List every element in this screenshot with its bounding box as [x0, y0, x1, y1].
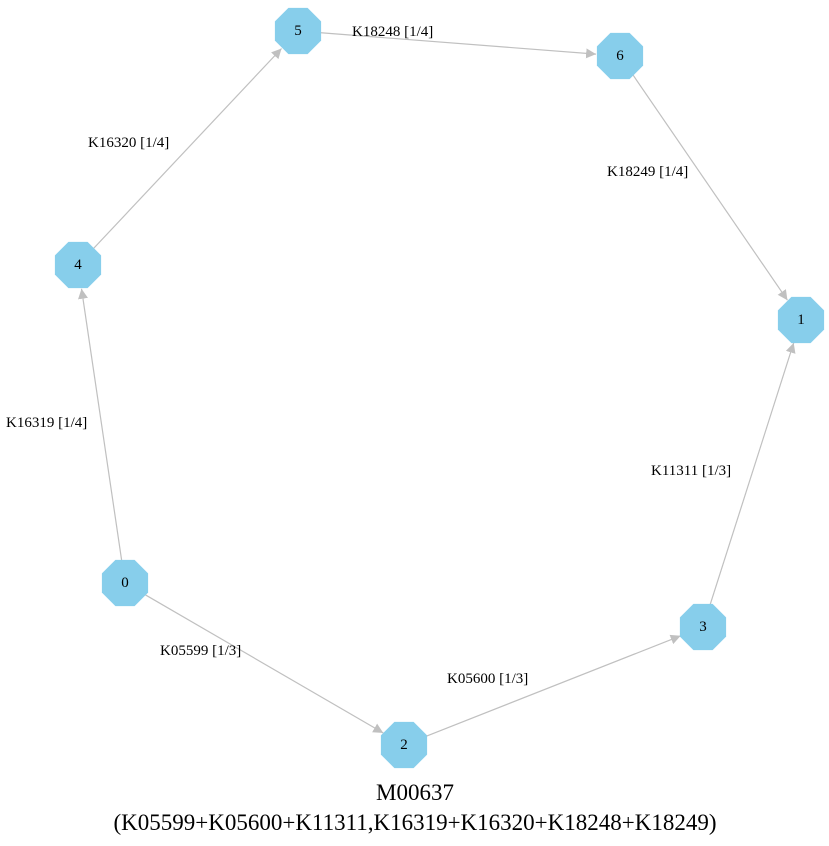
node-label-6: 6 — [616, 48, 624, 64]
node-octagon — [380, 721, 428, 769]
edge-5-6 — [320, 32, 597, 59]
node-label-3: 3 — [699, 619, 707, 635]
node-6: 6 — [596, 32, 644, 80]
nodes-layer: 0 1 2 3 4 5 6 — [54, 7, 825, 769]
edge-0-2 — [144, 594, 384, 734]
node-octagon — [101, 559, 149, 607]
node-octagon — [274, 7, 322, 55]
node-octagon — [54, 241, 102, 289]
edge-6-1 — [632, 74, 788, 301]
edge-0-4 — [78, 288, 123, 561]
node-0: 0 — [101, 559, 149, 607]
edge-4-5 — [93, 48, 282, 249]
edge-2-3 — [425, 634, 681, 738]
node-label-5: 5 — [294, 23, 302, 39]
node-octagon — [777, 296, 825, 344]
node-octagon — [679, 603, 727, 651]
edges-layer: K16319 [1/4] K16320 [1/4] K18248 [1/4] K182… — [6, 24, 796, 738]
node-2: 2 — [380, 721, 428, 769]
edge-label-5-6: K18248 [1/4] — [352, 24, 433, 40]
node-5: 5 — [274, 7, 322, 55]
node-octagon — [596, 32, 644, 80]
module-definition-title: (K05599+K05600+K11311,K16319+K16320+K182… — [114, 810, 717, 835]
module-id-title: M00637 — [376, 780, 454, 805]
node-label-4: 4 — [74, 257, 82, 273]
edge-label-2-3: K05600 [1/3] — [447, 671, 528, 687]
node-label-1: 1 — [797, 312, 805, 328]
node-1: 1 — [777, 296, 825, 344]
edge-label-0-2: K05599 [1/3] — [160, 643, 241, 659]
edge-3-1 — [709, 342, 796, 606]
node-4: 4 — [54, 241, 102, 289]
node-3: 3 — [679, 603, 727, 651]
edge-label-0-4: K16319 [1/4] — [6, 415, 87, 431]
node-label-2: 2 — [400, 737, 408, 753]
edge-label-6-1: K18249 [1/4] — [607, 164, 688, 180]
edge-label-3-1: K11311 [1/3] — [651, 463, 731, 479]
edge-label-4-5: K16320 [1/4] — [88, 135, 169, 151]
node-label-0: 0 — [121, 575, 129, 591]
